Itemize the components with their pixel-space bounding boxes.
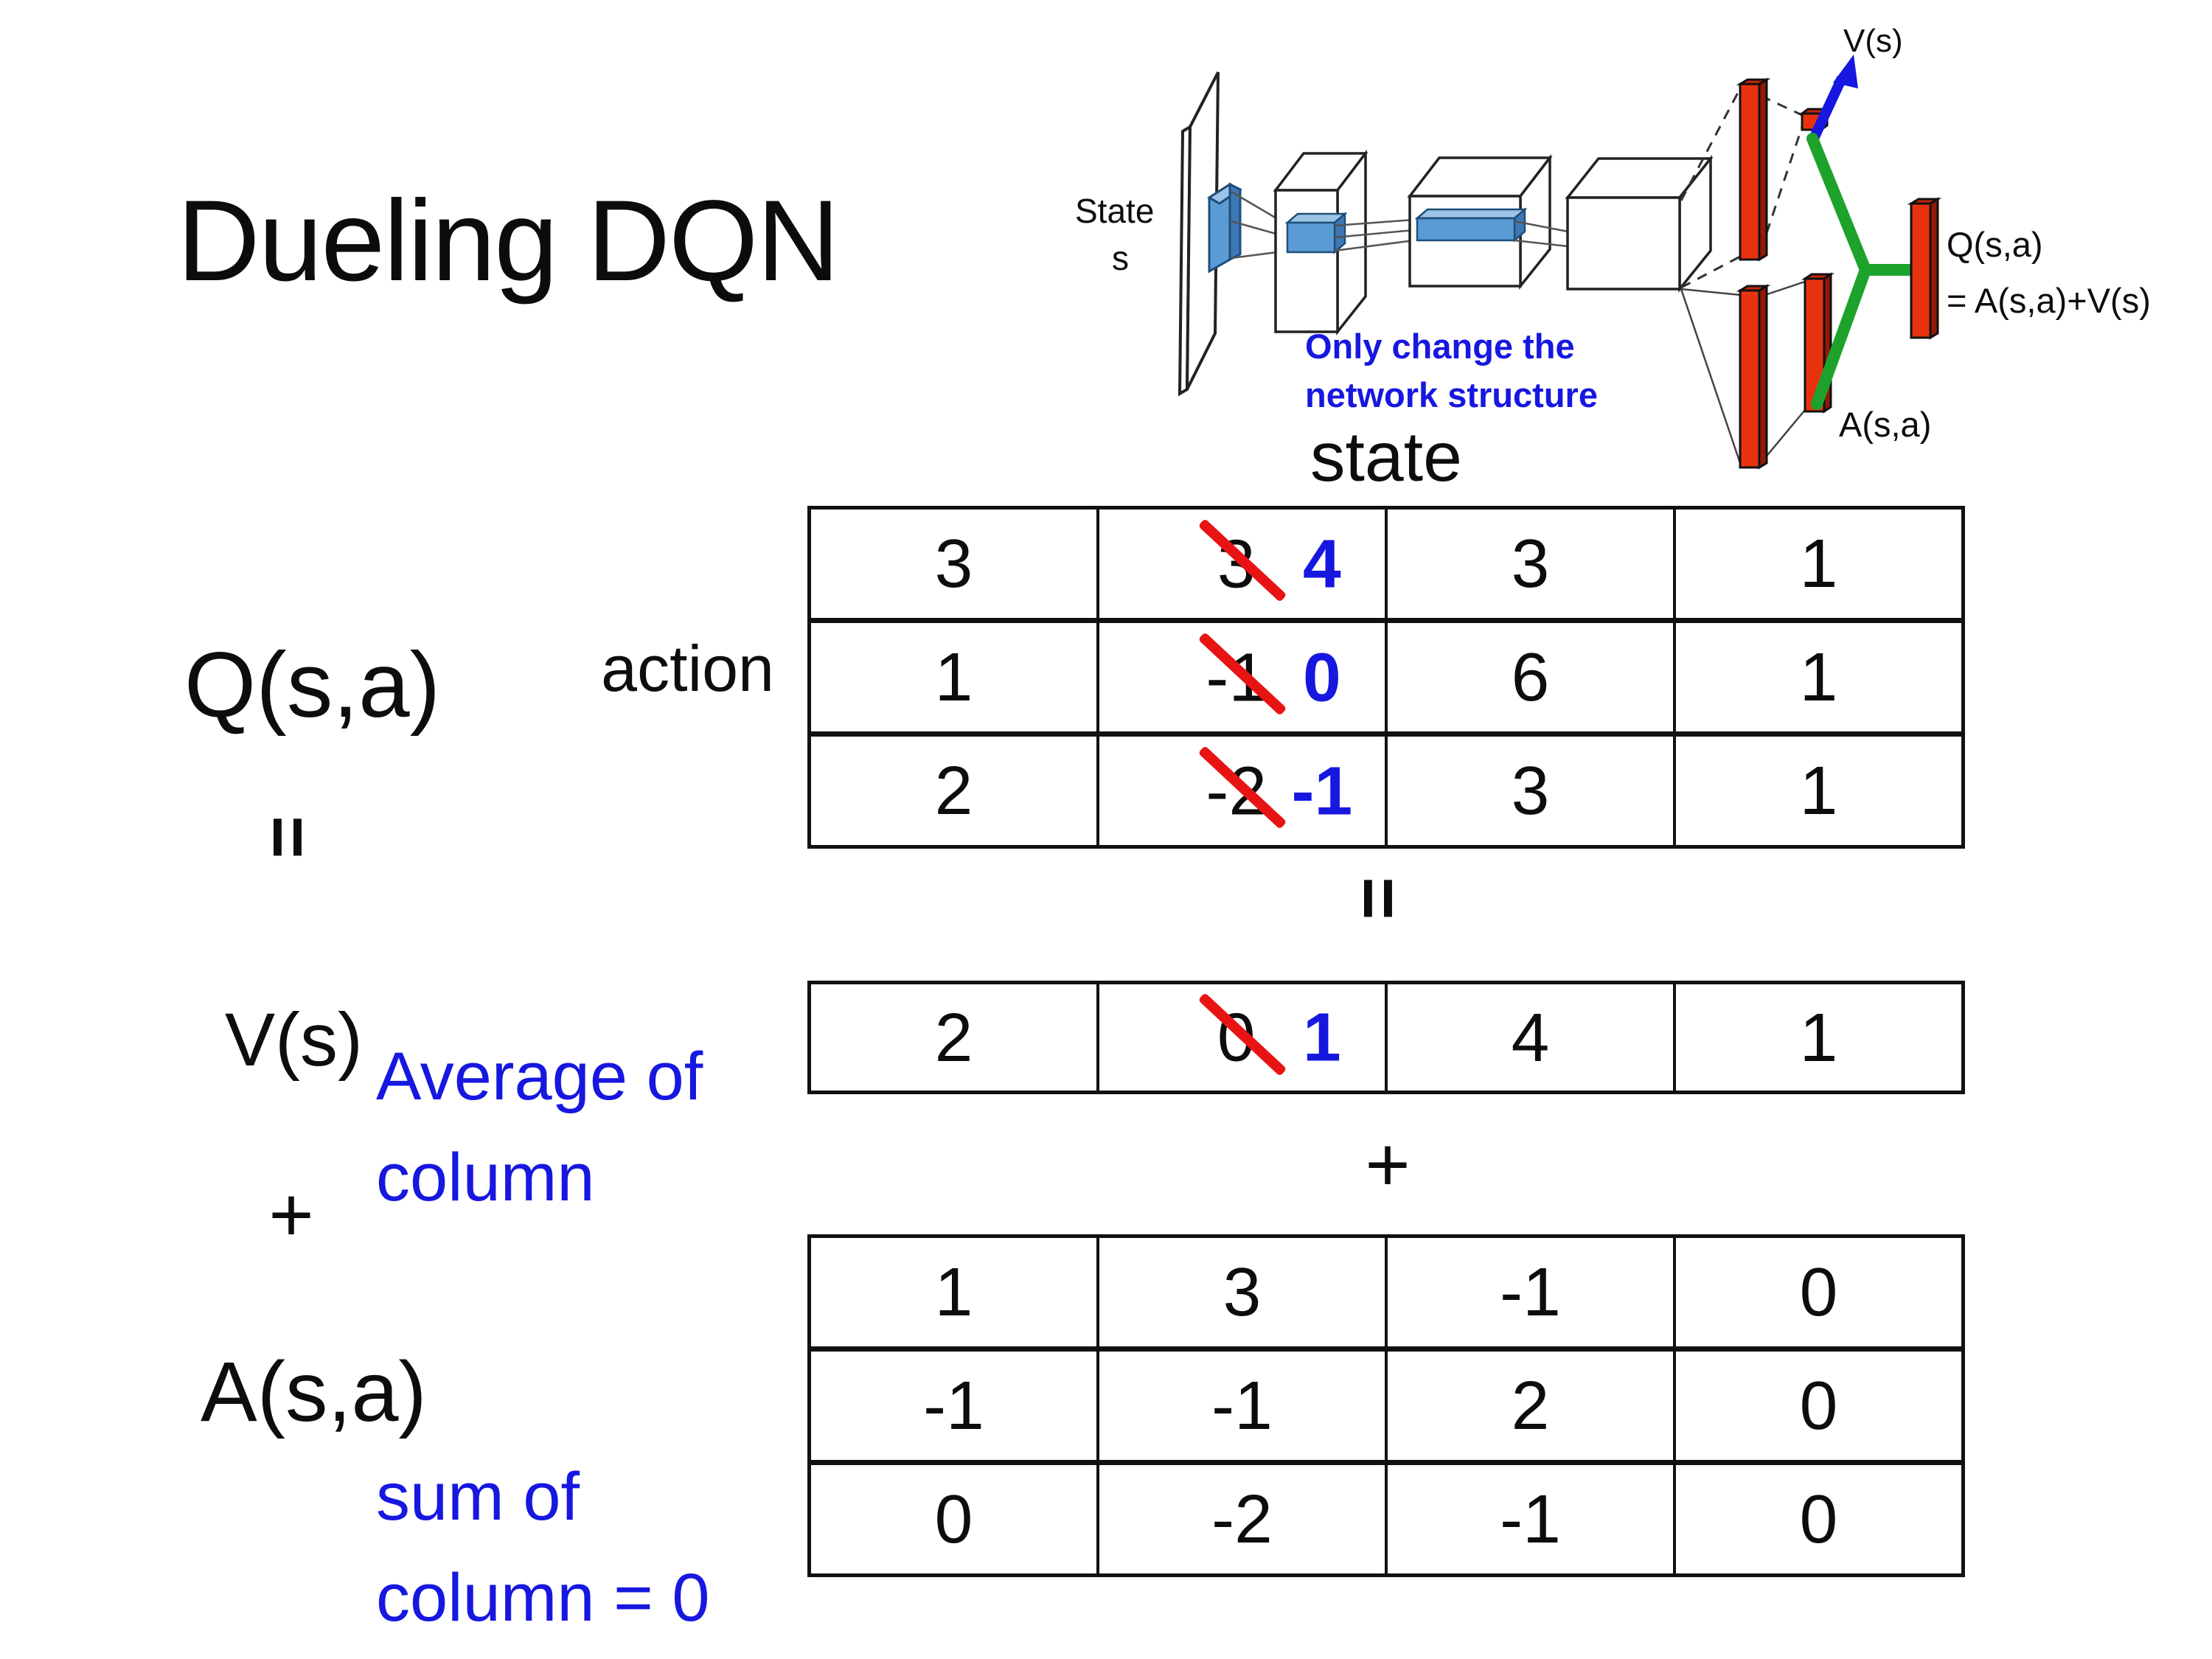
table-cell: -2	[1099, 1465, 1388, 1573]
equals-sign-center: =	[1337, 876, 1420, 920]
table-cell: 1	[811, 1238, 1099, 1346]
v-row-label: V(s)	[225, 998, 363, 1082]
fan-lines-3	[1514, 220, 1568, 248]
cell-value: 1	[1799, 998, 1838, 1076]
value-stream-bar	[1736, 77, 1771, 262]
table-cell: 3	[1388, 509, 1676, 618]
table-cell: 1	[1676, 623, 1961, 731]
cell-value: 3	[934, 525, 973, 602]
table-cell: 3	[1099, 1238, 1388, 1346]
table-row: 2 -2-1 3 1	[811, 737, 1961, 845]
fc-layer	[1565, 154, 1714, 293]
corrected-value: 0	[1302, 639, 1341, 715]
advantage-stream-lines	[1680, 280, 1806, 464]
sum-of-column-note: sum of column = 0	[376, 1459, 710, 1635]
cell-value: 2	[934, 998, 973, 1076]
table-cell: 0	[811, 1465, 1099, 1573]
q-output-formula: = A(s,a)+V(s)	[1947, 281, 2151, 320]
cell-value: 0	[1799, 1481, 1838, 1557]
page-title: Dueling DQN	[177, 177, 840, 305]
note-text-line2: network structure	[1305, 375, 1598, 414]
table-cell: 4	[1388, 984, 1676, 1091]
v-output-arrow	[1807, 55, 1858, 144]
table-cell: 0	[1676, 1352, 1961, 1460]
cell-value: 0	[1799, 1253, 1838, 1330]
equals-sign-left: =	[246, 815, 330, 859]
table-cell: 3	[1388, 737, 1676, 845]
action-axis-label: action	[601, 632, 774, 705]
table-cell: 3	[811, 509, 1099, 618]
table-row: 1 3 -1 0	[811, 1238, 1961, 1352]
table-cell: 1	[1676, 509, 1961, 618]
corrected-value: 4	[1302, 525, 1341, 602]
cell-value: 2	[1511, 1367, 1550, 1444]
merge-y-connector	[1806, 133, 1916, 410]
advantage-table: 1 3 -1 0 -1 -1 2 0 0 -2 -1 0	[807, 1234, 1965, 1577]
cell-value: -1	[923, 1367, 984, 1444]
cell-value: -1	[1211, 1367, 1273, 1444]
cell-value: 1	[934, 1253, 973, 1330]
cell-value: 3	[1511, 525, 1550, 602]
average-of-column-note: Average of column	[376, 1039, 703, 1215]
cell-value: 4	[1511, 998, 1550, 1076]
table-row: 0 -2 -1 0	[811, 1465, 1961, 1573]
table-cell: 1	[811, 623, 1099, 731]
cell-value: 3	[1511, 752, 1550, 829]
corrected-value: -1	[1291, 752, 1353, 829]
table-cell: -1	[811, 1352, 1099, 1460]
cell-value: 1	[1799, 752, 1838, 829]
cell-value: 0	[1799, 1367, 1838, 1444]
table-cell: 1	[1676, 737, 1961, 845]
input-plane	[1178, 72, 1220, 397]
advantage-stream-bar	[1736, 284, 1771, 470]
q-output-bar	[1907, 197, 1942, 340]
plus-sign-left: +	[268, 1172, 314, 1258]
cell-value: 3	[1222, 1253, 1262, 1330]
q-matrix-label: Q(s,a)	[184, 634, 441, 737]
table-cell: 2	[811, 737, 1099, 845]
q-output-label: Q(s,a)	[1947, 225, 2043, 264]
cell-value: 1	[1799, 639, 1838, 715]
a-output-label: A(s,a)	[1839, 405, 1931, 444]
plus-sign-center: +	[1365, 1121, 1411, 1208]
cell-value: -2	[1211, 1481, 1273, 1557]
cell-value: -1	[1500, 1253, 1561, 1330]
conv-layer-2	[1407, 153, 1553, 290]
table-cell: -2-1	[1099, 737, 1388, 845]
cell-value: 1	[934, 639, 973, 715]
dueling-network-diagram: State s	[1075, 23, 2151, 470]
table-cell: -1	[1388, 1465, 1676, 1573]
table-row: -1 -1 2 0	[811, 1352, 1961, 1465]
cell-value: 2	[934, 752, 973, 829]
cell-value: 1	[1799, 525, 1838, 602]
table-cell: 2	[1388, 1352, 1676, 1460]
fan-lines-2	[1334, 218, 1415, 252]
a-matrix-label: A(s,a)	[201, 1345, 427, 1439]
v-output-label: V(s)	[1843, 23, 1903, 59]
conv-layer-1	[1273, 149, 1368, 336]
cell-value: -1	[1500, 1481, 1561, 1557]
cell-value: 6	[1511, 639, 1550, 715]
table-cell: -1	[1388, 1238, 1676, 1346]
table-cell: -1	[1099, 1352, 1388, 1460]
cell-value: 0	[934, 1481, 973, 1557]
note-text-line1: Only change the	[1305, 327, 1575, 366]
state-input-label-s: s	[1112, 239, 1129, 277]
table-cell: 6	[1388, 623, 1676, 731]
table-cell: 0	[1676, 1465, 1961, 1573]
table-cell: 1	[1676, 984, 1961, 1091]
table-cell: 0	[1676, 1238, 1961, 1346]
state-input-label: State	[1075, 192, 1154, 230]
corrected-value: 1	[1302, 998, 1341, 1076]
table-cell: 2	[811, 984, 1099, 1091]
state-axis-label: state	[1310, 418, 1462, 496]
